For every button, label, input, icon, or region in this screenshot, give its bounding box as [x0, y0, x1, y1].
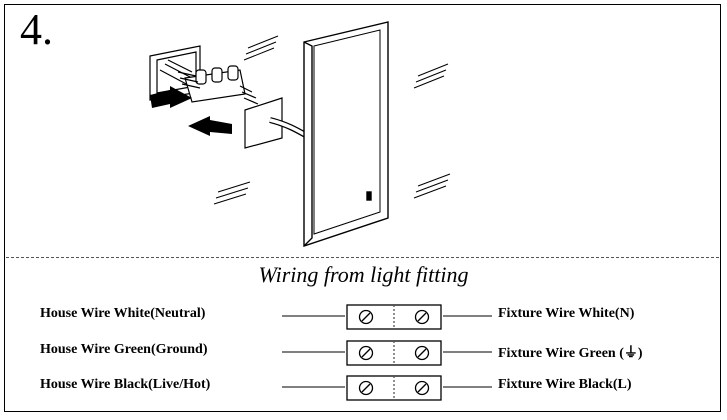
fixture-leader-lines: [443, 315, 492, 388]
wiring-section-title: Wiring from light fitting: [258, 262, 469, 287]
section-divider: [6, 257, 719, 258]
house-wire-green-label: House Wire Green(Ground): [40, 342, 208, 357]
step-number: 4.: [20, 5, 53, 54]
diagram-frame: [4, 4, 721, 412]
terminal-screw-icons: [358, 309, 430, 396]
fixture-wire-green-label: Fixture Wire Green (⏚): [498, 346, 643, 361]
house-leader-lines: [282, 315, 345, 388]
fixture-wire-black-label: Fixture Wire Black(L): [498, 377, 632, 392]
terminal-block: [177, 65, 259, 105]
fixture-wire-white-label: Fixture Wire White(N): [498, 306, 635, 321]
house-wire-white-label: House Wire White(Neutral): [40, 306, 206, 321]
house-wire-black-label: House Wire Black(Live/Hot): [40, 377, 211, 392]
reflection-lines: [213, 35, 451, 205]
connect-arrows: [150, 86, 232, 136]
mirror: [303, 21, 389, 247]
